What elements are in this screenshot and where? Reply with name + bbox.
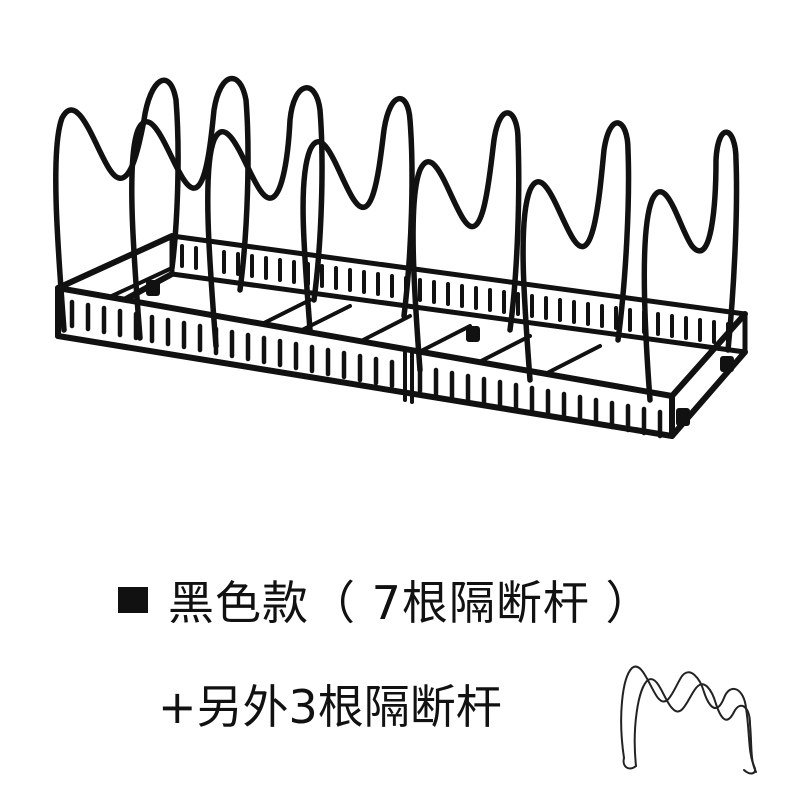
extra-line: +另外3根隔断杆 bbox=[158, 672, 502, 736]
extra-divider-label: +另外3根隔断杆 bbox=[158, 680, 502, 734]
variant-line: 黑色款（ 7根隔断杆 ） bbox=[118, 568, 653, 632]
black-square-icon bbox=[118, 587, 148, 613]
divider-rod-icon bbox=[620, 665, 757, 775]
pot-lid-rack-image bbox=[53, 76, 748, 439]
variant-label: 黑色款（ 7根隔断杆 ） bbox=[168, 576, 653, 630]
